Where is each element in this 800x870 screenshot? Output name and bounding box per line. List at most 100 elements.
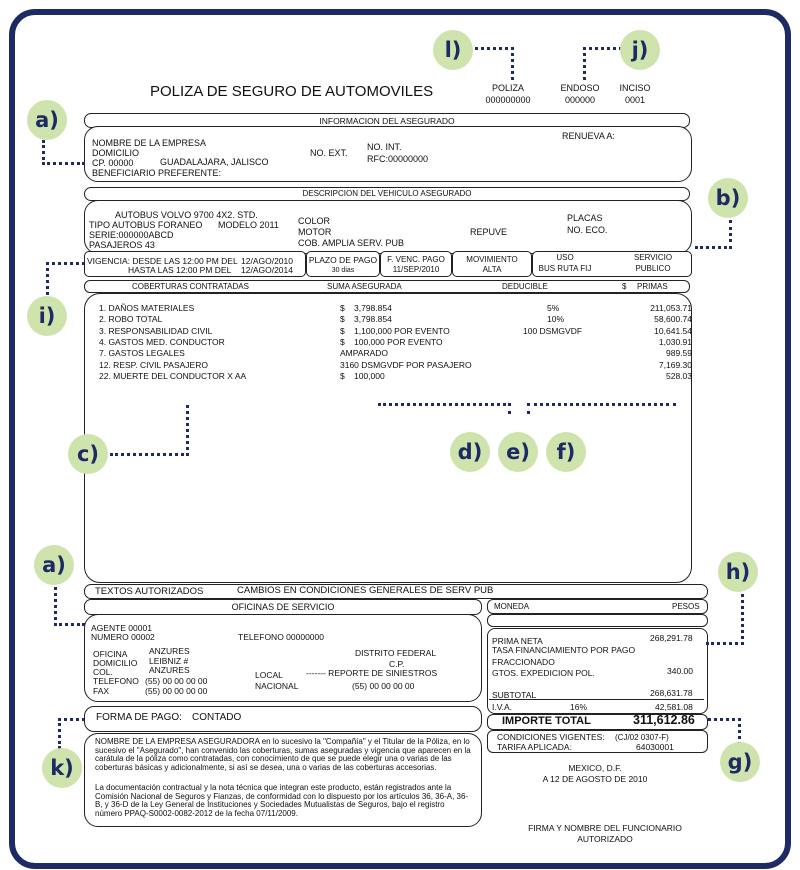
coverage-name: 22. MUERTE DEL CONDUCTOR X AA bbox=[99, 371, 247, 381]
vigencia-desde-fecha: 12/AGO/2010 bbox=[241, 256, 293, 266]
domicilio-label: DOMICILIO bbox=[92, 148, 140, 158]
coberturas-box bbox=[84, 293, 692, 583]
leader-g bbox=[708, 718, 741, 745]
document-title: POLIZA DE SEGURO DE AUTOMOVILES bbox=[150, 83, 434, 100]
coverage-suma: 100,000 POR EVENTO bbox=[354, 337, 443, 347]
coverage-currency: $ bbox=[340, 326, 345, 336]
firma-fecha: A 12 DE AGOSTO DE 2010 bbox=[542, 774, 648, 784]
firma-lugar: MEXICO, D.F. bbox=[568, 763, 622, 773]
importe-box bbox=[487, 714, 708, 730]
coverage-suma: 3,798.854 bbox=[354, 303, 392, 313]
vehiculo-modelo-desc: AUTOBUS VOLVO 9700 4X2. STD. bbox=[115, 210, 258, 220]
coverage-prima: 58,600.74 bbox=[654, 314, 692, 324]
vehiculo-cob: COB. AMPLIA SERV. PUB bbox=[298, 238, 405, 248]
uso-label: USO bbox=[556, 253, 574, 262]
coverage-prima: 10,641.54 bbox=[654, 326, 692, 336]
forma-pago-value: CONTADO bbox=[192, 712, 242, 723]
coverage-currency: $ bbox=[340, 314, 345, 324]
telefono-value: (55) 00 00 00 00 bbox=[145, 676, 208, 686]
vehiculo-motor: MOTOR bbox=[298, 227, 332, 237]
coverage-suma: 1,100,000 POR EVENTO bbox=[354, 326, 450, 336]
movimiento-box bbox=[452, 251, 532, 277]
leader-b bbox=[695, 220, 732, 249]
annotation-e-badge: e) bbox=[498, 432, 538, 472]
moneda-box bbox=[487, 599, 708, 614]
poliza-label: POLIZA bbox=[491, 83, 524, 93]
vehiculo-box bbox=[84, 200, 692, 254]
renueva-label: RENUEVA A: bbox=[562, 131, 615, 141]
leader-j bbox=[583, 47, 622, 80]
ciudad-value: GUADALAJARA, JALISCO bbox=[160, 157, 269, 167]
textos-box bbox=[84, 584, 708, 599]
leader-l bbox=[475, 47, 514, 80]
annotation-g-badge: g) bbox=[720, 742, 760, 782]
firma-funcionario: FIRMA Y NOMBRE DEL FUNCIONARIO bbox=[528, 823, 682, 833]
endoso-value: 000000 bbox=[564, 95, 596, 105]
coverage-suma: AMPARADO bbox=[340, 348, 389, 358]
uso-value: BUS RUTA FIJ bbox=[538, 264, 592, 273]
vehiculo-no-eco: NO. ECO. bbox=[567, 225, 608, 235]
fax-label: FAX bbox=[93, 686, 110, 696]
importe-value: 311,612.86 bbox=[633, 713, 695, 727]
vehiculo-placas: PLACAS bbox=[567, 213, 603, 223]
telefono-oficina: TELEFONO 00000000 bbox=[238, 632, 324, 642]
inciso-value: 0001 bbox=[624, 95, 646, 105]
rfc-value: RFC:00000000 bbox=[367, 154, 429, 164]
coverage-currency: $ bbox=[340, 371, 345, 381]
distrito-value: DISTRITO FEDERAL bbox=[355, 648, 437, 658]
coverage-prima: 211,053.71 bbox=[650, 303, 692, 313]
col-oficina-value: ANZURES bbox=[149, 665, 190, 675]
leader-def-right bbox=[527, 403, 676, 414]
vigencia-box bbox=[84, 251, 306, 277]
col-oficina-label: COL. bbox=[93, 667, 113, 677]
subtotal-divider bbox=[489, 699, 704, 700]
coberturas-header-bar bbox=[84, 280, 690, 293]
tasa-label: TASA FINANCIAMIENTO POR PAGO bbox=[492, 645, 636, 655]
inciso-label: INCISO bbox=[619, 83, 651, 93]
annotation-b-badge: b) bbox=[708, 178, 748, 218]
annotation-l-badge: l) bbox=[433, 30, 473, 70]
tarifa-label: TARIFA APLICADA: bbox=[497, 742, 572, 752]
beneficiario-label: BENEFICIARIO PREFERENTE: bbox=[92, 168, 222, 178]
leader-c bbox=[110, 405, 189, 456]
coverage-currency: $ bbox=[340, 337, 345, 347]
telefono-label: TELEFONO bbox=[93, 676, 139, 686]
gtos-value: 340.00 bbox=[667, 666, 693, 676]
leader-h bbox=[706, 594, 744, 645]
legal-box bbox=[84, 733, 482, 827]
nacional-label: NACIONAL bbox=[255, 681, 299, 691]
asegurado-section-title: INFORMACION DEL ASEGURADO bbox=[319, 116, 455, 126]
plazo-box bbox=[306, 251, 380, 277]
uso-servicio-box bbox=[532, 251, 692, 277]
legal-paragraph-2: La documentación contractual y la nota t… bbox=[95, 783, 469, 818]
servicio-label: SERVICIO bbox=[633, 253, 673, 262]
leader-i bbox=[46, 262, 85, 295]
vehiculo-repuve: REPUVE bbox=[470, 227, 508, 237]
annotation-h-badge: h) bbox=[718, 552, 758, 592]
plazo-value: 30 dias bbox=[331, 267, 355, 274]
oficinas-box bbox=[84, 614, 482, 702]
col-moneda: $ bbox=[622, 282, 627, 291]
subtotal-label: SUBTOTAL bbox=[492, 690, 537, 700]
importe-label: IMPORTE TOTAL bbox=[502, 715, 591, 727]
cp-value: CP. 00000 bbox=[92, 158, 134, 168]
coverage-prima: 528.03 bbox=[666, 371, 692, 381]
annotation-f-badge: f) bbox=[546, 432, 586, 472]
reporte-siniestros: ------- REPORTE DE SINIESTROS bbox=[306, 668, 438, 678]
coverage-name: 12. RESP. CIVIL PASAJERO bbox=[99, 360, 208, 370]
movimiento-value: ALTA bbox=[482, 265, 502, 274]
agente-value: AGENTE 00001 bbox=[91, 623, 152, 633]
annotation-a1-badge: a) bbox=[27, 100, 67, 140]
poliza-value: 000000000 bbox=[485, 95, 531, 105]
oficina-label: OFICINA bbox=[93, 649, 128, 659]
vehiculo-color: COLOR bbox=[298, 216, 331, 226]
leader-a2 bbox=[54, 587, 85, 626]
vehiculo-modelo: MODELO 2011 bbox=[218, 220, 279, 230]
coverage-deducible: 10% bbox=[547, 314, 565, 324]
no-int-label: NO. INT. bbox=[367, 142, 402, 152]
cp-oficina-label: C.P. bbox=[389, 659, 405, 669]
no-ext-label: NO. EXT. bbox=[310, 148, 348, 158]
fax-value: (55) 00 00 00 00 bbox=[145, 686, 208, 696]
empresa-name: NOMBRE DE LA EMPRESA bbox=[92, 138, 207, 148]
moneda-value: PESOS bbox=[672, 602, 700, 611]
